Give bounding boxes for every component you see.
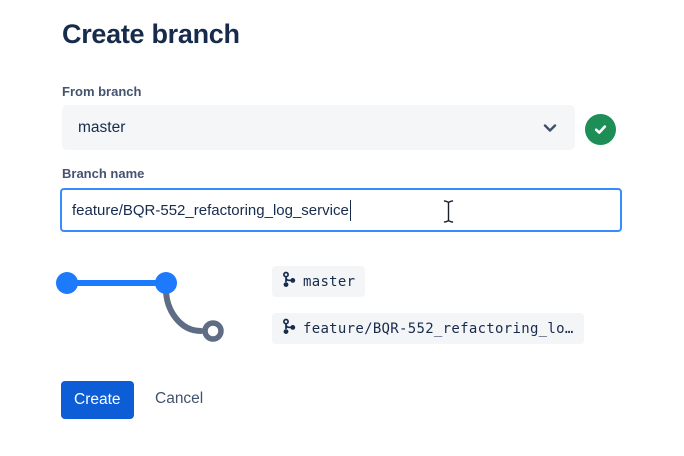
from-branch-selected-value: master (78, 118, 126, 136)
branch-name-input[interactable]: feature/BQR-552_refactoring_log_service (60, 188, 622, 232)
source-branch-lozenge: master (272, 266, 366, 297)
branch-graph-diagram (50, 262, 250, 359)
source-branch-name: master (303, 273, 356, 290)
graph-new-branch-node (202, 320, 224, 342)
text-ibeam-cursor (442, 199, 455, 229)
page-title: Create branch (62, 19, 240, 49)
git-branch-icon (282, 318, 296, 339)
check-circle-icon (585, 114, 616, 145)
target-branch-lozenge: feature/BQR-552_refactoring_lo… (272, 313, 584, 344)
graph-master-node-left (56, 272, 78, 294)
graph-master-node-right (155, 272, 177, 294)
from-branch-label: From branch (62, 84, 142, 99)
chevron-down-icon (541, 119, 559, 137)
cancel-button[interactable]: Cancel (155, 390, 204, 407)
branch-name-label: Branch name (62, 166, 145, 181)
graph-branch-curve (163, 286, 204, 334)
text-caret (349, 199, 352, 221)
git-branch-icon (282, 271, 296, 292)
create-button[interactable]: Create (61, 381, 134, 419)
branch-name-value: feature/BQR-552_refactoring_log_service (72, 201, 349, 219)
from-branch-select[interactable]: master (62, 105, 575, 150)
target-branch-name: feature/BQR-552_refactoring_lo… (303, 320, 574, 337)
